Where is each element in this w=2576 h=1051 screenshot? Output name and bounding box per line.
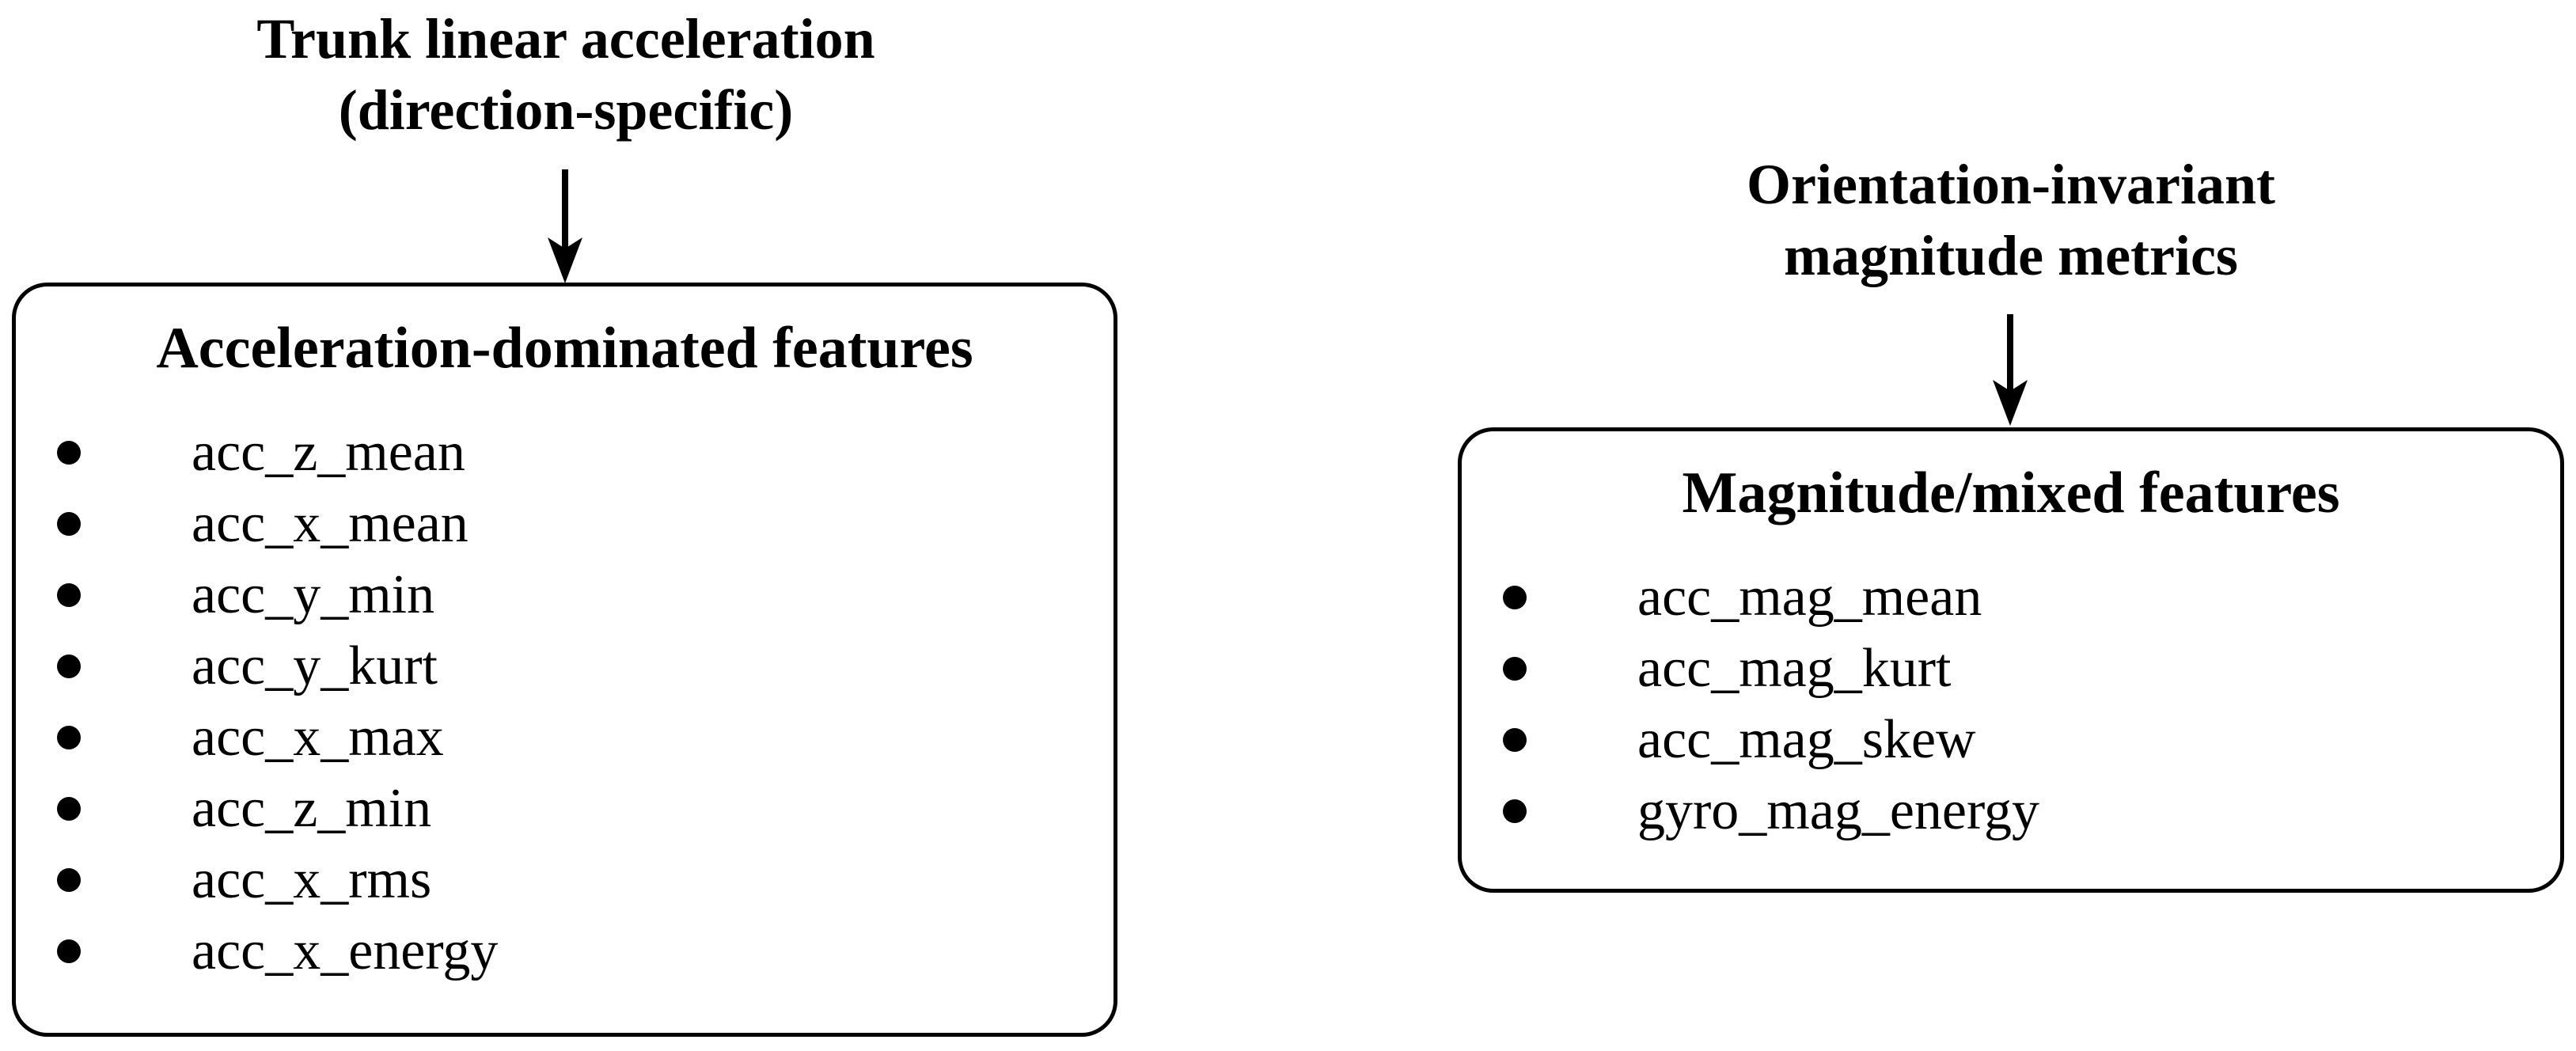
feature-name: gyro_mag_energy (1637, 780, 2040, 841)
left-annotation-line-1: Trunk linear acceleration (256, 7, 875, 70)
bullet-icon (57, 868, 81, 892)
magnitude-mixed-features-box: Magnitude/mixed features acc_mag_mean ac… (1458, 427, 2564, 893)
feature-name: acc_z_mean (192, 422, 465, 483)
bullet-icon (1503, 657, 1527, 681)
bullet-icon (57, 441, 81, 465)
bullet-icon (57, 583, 81, 607)
list-item: gyro_mag_energy (1462, 776, 2560, 847)
list-item: acc_mag_mean (1462, 562, 2560, 633)
list-item: acc_x_rms (16, 844, 1113, 916)
feature-name: acc_x_max (192, 707, 444, 768)
right-annotation-label: Orientation-invariant magnitude metrics (1458, 149, 2564, 291)
list-item: acc_z_mean (16, 417, 1113, 488)
acceleration-dominated-features-box: Acceleration-dominated features acc_z_me… (12, 283, 1117, 1037)
feature-name: acc_mag_kurt (1637, 638, 1952, 699)
feature-name: acc_mag_skew (1637, 709, 1976, 770)
right-annotation-line-2: magnitude metrics (1784, 224, 2238, 287)
right-annotation-line-1: Orientation-invariant (1747, 153, 2275, 216)
feature-name: acc_y_min (192, 564, 435, 625)
bullet-icon (57, 655, 81, 678)
feature-name: acc_z_min (192, 778, 432, 839)
list-item: acc_y_kurt (16, 631, 1113, 702)
bullet-icon (1503, 799, 1527, 823)
list-item: acc_y_min (16, 560, 1113, 631)
list-item: acc_x_mean (16, 488, 1113, 560)
down-arrow-icon (548, 169, 582, 283)
feature-name: acc_mag_mean (1637, 567, 1982, 628)
bullet-icon (57, 512, 81, 536)
left-annotation-line-2: (direction-specific) (338, 78, 794, 142)
list-item: acc_mag_kurt (1462, 633, 2560, 704)
left-box-title: Acceleration-dominated features (156, 316, 973, 381)
bullet-icon (57, 939, 81, 963)
bullet-icon (57, 726, 81, 749)
feature-name: acc_x_rms (192, 849, 432, 910)
list-item: acc_z_min (16, 773, 1113, 844)
bullet-icon (1503, 728, 1527, 752)
list-item: acc_x_max (16, 702, 1113, 773)
down-arrow-icon (1993, 314, 2028, 426)
feature-name: acc_x_mean (192, 493, 469, 554)
feature-name: acc_y_kurt (192, 636, 438, 696)
left-annotation-label: Trunk linear acceleration (direction-spe… (0, 3, 1132, 146)
bullet-icon (1503, 586, 1527, 609)
right-box-title: Magnitude/mixed features (1682, 461, 2340, 526)
list-item: acc_mag_skew (1462, 704, 2560, 776)
list-item: acc_x_energy (16, 916, 1113, 987)
feature-name: acc_x_energy (192, 920, 499, 981)
bullet-icon (57, 797, 81, 821)
